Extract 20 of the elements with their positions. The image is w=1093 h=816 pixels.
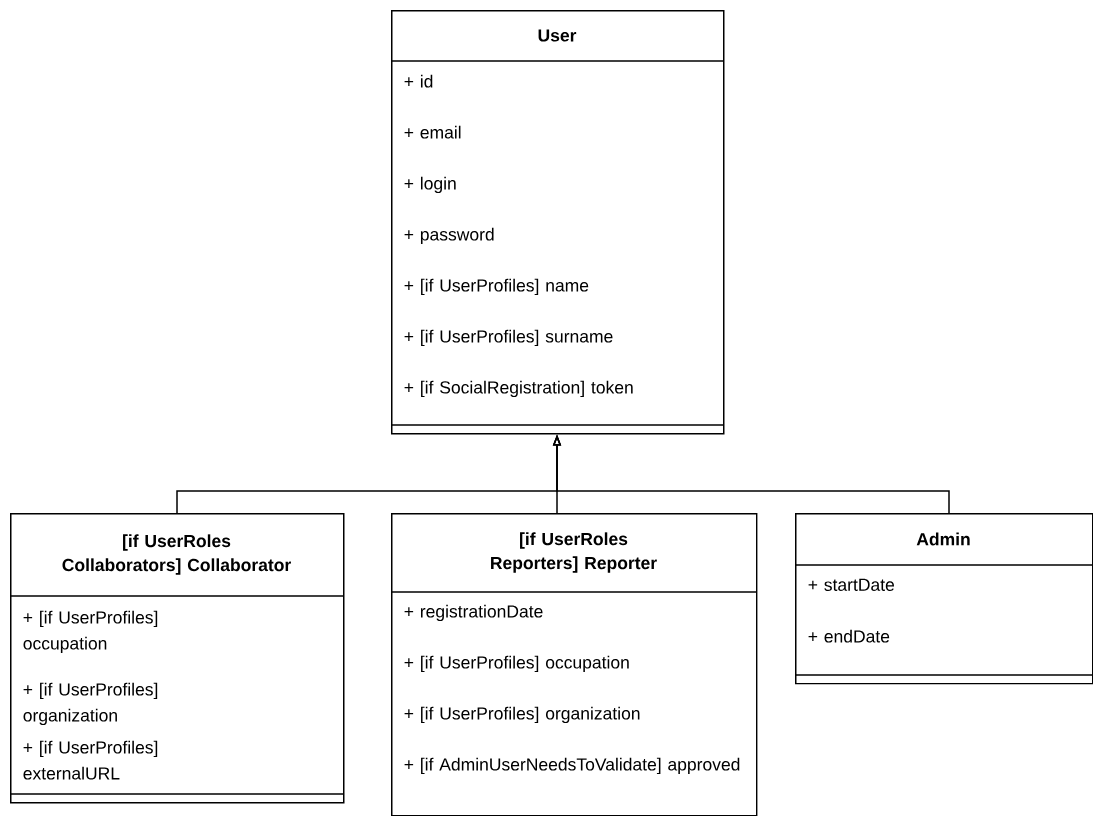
attribute-text: + [if UserProfiles] externalURL <box>23 740 158 780</box>
attribute-text: + [if UserProfiles] organization <box>23 682 158 726</box>
attribute-text: + endDate <box>808 629 890 643</box>
class-name: [if UserRoles Collaborators] Collaborator <box>62 534 291 575</box>
attribute-text: + [if UserProfiles] name <box>404 278 589 296</box>
attribute-text: + id <box>404 74 433 88</box>
attribute-text: + startDate <box>808 578 894 591</box>
attribute-text: + [if AdminUserNeedsToValidate] approved <box>404 757 740 775</box>
attribute-text: + [if UserProfiles] occupation <box>23 610 158 654</box>
attribute-text: + [if UserProfiles] occupation <box>404 655 629 673</box>
attribute-text: + [if UserProfiles] surname <box>404 329 613 347</box>
class-name: Admin <box>916 532 970 546</box>
class-name: [if UserRoles Reporters] Reporter <box>491 532 657 573</box>
attribute-text: + [if SocialRegistration] token <box>404 380 633 398</box>
attribute-text: + registrationDate <box>404 604 543 622</box>
attribute-text: + [if UserProfiles] organization <box>404 706 640 724</box>
attribute-text: + password <box>404 227 494 245</box>
class-name: User <box>538 29 577 42</box>
attribute-text: + email <box>404 125 461 139</box>
attribute-text: + login <box>404 176 456 194</box>
